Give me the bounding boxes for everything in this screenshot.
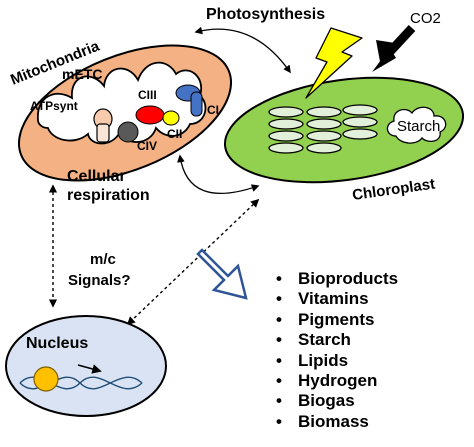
photosynthesis-label: Photosynthesis: [206, 6, 325, 23]
complex-i-arm: [190, 91, 203, 117]
list-item: Starch: [276, 330, 398, 351]
civ-label: CIV: [137, 139, 157, 153]
co2-arrow-icon: [372, 24, 416, 72]
nucleus: Nucleus: [5, 315, 167, 417]
signals-label-line1: m/c: [90, 251, 116, 268]
transcription-arrow: [77, 364, 102, 374]
metc-label: mETC: [62, 66, 102, 82]
cii-label: CII: [167, 127, 182, 141]
lightning-bolt-icon: [305, 27, 363, 99]
cellular-respiration-label-line1: Cellular: [67, 168, 126, 185]
respiration-arrow: [177, 154, 260, 194]
signals-label-line2: Signals?: [68, 272, 131, 289]
list-item: Lipids: [276, 351, 398, 372]
complex-iv-shape: [117, 121, 139, 143]
thylakoid-stack-left: [268, 106, 304, 154]
cellular-respiration-label-line2: respiration: [67, 187, 150, 204]
thylakoid-stack-right: [342, 104, 378, 140]
atpsynt-label: ATPsynt: [30, 99, 78, 113]
photosynthesis-arrow: [194, 26, 291, 74]
list-item: Biomass: [276, 412, 398, 433]
ciii-label: CIII: [138, 88, 157, 102]
complex-ii-shape: [162, 110, 180, 126]
nucleus-label: Nucleus: [26, 335, 88, 352]
starch-label: Starch: [397, 118, 440, 135]
chloroplast-label: Chloroplast: [351, 176, 436, 204]
starch-granule: [386, 106, 447, 144]
co2-label: CO2: [410, 10, 441, 27]
chloro-nucleus-signal-arrow: [126, 198, 260, 326]
atp-synthase-stalk: [96, 123, 110, 143]
ci-label: CI: [207, 103, 219, 117]
complex-iii-shape: [135, 105, 165, 125]
inner-membrane: [37, 61, 207, 145]
list-item: Hydrogen: [276, 371, 398, 392]
list-item: Biogas: [276, 391, 398, 412]
thylakoid-stack-middle: [306, 106, 342, 154]
nucleolus: [33, 366, 59, 392]
bioproducts-list: Bioproducts Vitamins Pigments Starch Lip…: [276, 269, 398, 433]
list-item: Vitamins: [276, 289, 398, 310]
list-item: Pigments: [276, 310, 398, 331]
chloroplast: Starch Chloroplast: [223, 76, 465, 204]
list-item: Bioproducts: [276, 269, 398, 290]
products-arrow-icon: [196, 248, 248, 300]
